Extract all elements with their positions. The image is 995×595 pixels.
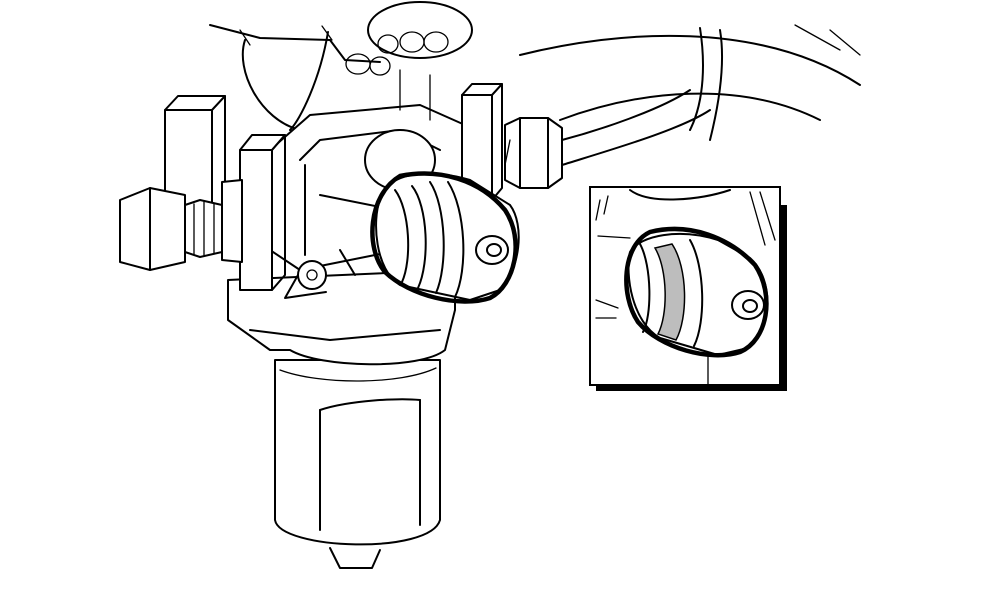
- right-outlet-fitting: [504, 89, 711, 189]
- inset-filter-cap: [624, 226, 769, 358]
- inset-background: [595, 189, 776, 385]
- background-pipes: [209, 1, 861, 141]
- filter-bowl: [274, 359, 441, 569]
- left-inlet-fitting: [119, 179, 243, 271]
- filter-element-mesh: [653, 243, 686, 341]
- highlight-ring-icon: [370, 171, 518, 304]
- inset-highlight-ring-icon: [624, 226, 769, 358]
- detail-inset: [589, 186, 787, 391]
- filter-cap-main: [370, 171, 520, 304]
